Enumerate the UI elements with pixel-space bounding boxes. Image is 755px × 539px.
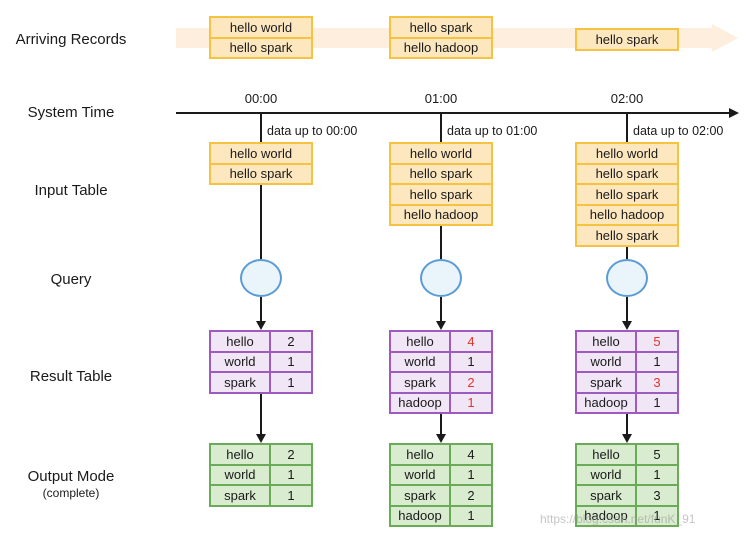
result-table-count: 2 xyxy=(449,371,493,394)
output-table-key: hello xyxy=(575,443,637,466)
result-to-output-line-0 xyxy=(260,393,262,434)
time-label-0: 00:00 xyxy=(244,91,278,106)
query-to-result-arrowhead-2 xyxy=(622,321,632,330)
output-table-key: world xyxy=(389,463,451,486)
input-to-query-line-2 xyxy=(626,246,628,259)
output-table-key: spark xyxy=(575,484,637,507)
result-table-key: spark xyxy=(389,371,451,394)
query-to-result-line-0 xyxy=(260,297,262,321)
query-to-result-arrowhead-1 xyxy=(436,321,446,330)
input-table-row: hello spark xyxy=(209,162,313,185)
time-label-2: 02:00 xyxy=(610,91,644,106)
arriving-record: hello spark xyxy=(389,16,493,39)
result-table-key: world xyxy=(389,350,451,373)
system-time-arrowhead xyxy=(729,108,739,118)
result-table-key: world xyxy=(575,350,637,373)
result-table-count: 1 xyxy=(269,350,313,373)
output-table-count: 1 xyxy=(269,484,313,507)
result-table-key: hadoop xyxy=(575,391,637,414)
data-note-1: data up to 01:00 xyxy=(447,124,538,138)
query-node-1 xyxy=(420,259,462,297)
input-table-row: hello world xyxy=(575,142,679,165)
output-table-key: world xyxy=(209,463,271,486)
result-table-count: 1 xyxy=(269,371,313,394)
output-table-key: world xyxy=(575,463,637,486)
input-table-row: hello spark xyxy=(575,183,679,206)
result-to-output-arrowhead-2 xyxy=(622,434,632,443)
system-time-axis xyxy=(176,112,731,114)
arriving-record: hello hadoop xyxy=(389,36,493,59)
result-table-key: hello xyxy=(389,330,451,353)
query-to-result-line-1 xyxy=(440,297,442,321)
output-table-count: 1 xyxy=(635,504,679,527)
result-table-key: spark xyxy=(575,371,637,394)
data-note-2: data up to 02:00 xyxy=(633,124,724,138)
label-output-mode: Output Mode (complete) xyxy=(0,468,142,501)
arriving-record: hello spark xyxy=(209,36,313,59)
output-table-key: hello xyxy=(209,443,271,466)
input-to-query-line-0 xyxy=(260,185,262,259)
result-table-key: world xyxy=(209,350,271,373)
result-table-key: hadoop xyxy=(389,391,451,414)
input-table-row: hello spark xyxy=(575,224,679,247)
query-to-result-line-2 xyxy=(626,297,628,321)
result-table-count: 3 xyxy=(635,371,679,394)
input-table-row: hello world xyxy=(389,142,493,165)
input-table-row: hello spark xyxy=(389,183,493,206)
output-table-key: hadoop xyxy=(389,504,451,527)
output-table-key: hadoop xyxy=(575,504,637,527)
label-arriving-records: Arriving Records xyxy=(15,31,127,48)
arriving-record: hello world xyxy=(209,16,313,39)
output-table-count: 4 xyxy=(449,443,493,466)
query-node-0 xyxy=(240,259,282,297)
data-note-0: data up to 00:00 xyxy=(267,124,358,138)
time-connector-0 xyxy=(260,113,262,142)
output-table-key: spark xyxy=(389,484,451,507)
time-connector-2 xyxy=(626,113,628,142)
output-table-count: 2 xyxy=(269,443,313,466)
output-table-key: hello xyxy=(389,443,451,466)
result-table-count: 1 xyxy=(449,391,493,414)
time-connector-1 xyxy=(440,113,442,142)
output-table-count: 2 xyxy=(449,484,493,507)
output-table-count: 5 xyxy=(635,443,679,466)
input-table-row: hello world xyxy=(209,142,313,165)
input-table-row: hello hadoop xyxy=(389,203,493,226)
input-to-query-line-1 xyxy=(440,226,442,259)
input-table-row: hello hadoop xyxy=(575,203,679,226)
label-input-table: Input Table xyxy=(34,182,108,199)
label-query: Query xyxy=(50,271,92,288)
output-table-count: 3 xyxy=(635,484,679,507)
label-output-mode-sub: (complete) xyxy=(42,486,100,500)
result-table-count: 1 xyxy=(635,391,679,414)
result-table-key: hello xyxy=(209,330,271,353)
query-to-result-arrowhead-0 xyxy=(256,321,266,330)
result-table-key: spark xyxy=(209,371,271,394)
result-table-count: 1 xyxy=(449,350,493,373)
result-to-output-line-2 xyxy=(626,414,628,434)
label-output-mode-title: Output Mode xyxy=(27,468,115,485)
output-table-count: 1 xyxy=(635,463,679,486)
output-table-count: 1 xyxy=(449,463,493,486)
label-system-time: System Time xyxy=(27,104,115,121)
result-to-output-line-1 xyxy=(440,414,442,434)
result-table-count: 2 xyxy=(269,330,313,353)
result-table-key: hello xyxy=(575,330,637,353)
result-table-count: 1 xyxy=(635,350,679,373)
output-table-key: spark xyxy=(209,484,271,507)
query-node-2 xyxy=(606,259,648,297)
time-label-1: 01:00 xyxy=(424,91,458,106)
result-to-output-arrowhead-0 xyxy=(256,434,266,443)
result-table-count: 5 xyxy=(635,330,679,353)
watermark: https://blog.csdn.net/funK_91 xyxy=(540,512,696,526)
output-table-count: 1 xyxy=(269,463,313,486)
result-to-output-arrowhead-1 xyxy=(436,434,446,443)
label-result-table: Result Table xyxy=(29,368,113,385)
output-table-count: 1 xyxy=(449,504,493,527)
input-table-row: hello spark xyxy=(575,162,679,185)
input-table-row: hello spark xyxy=(389,162,493,185)
result-table-count: 4 xyxy=(449,330,493,353)
arriving-record: hello spark xyxy=(575,28,679,51)
